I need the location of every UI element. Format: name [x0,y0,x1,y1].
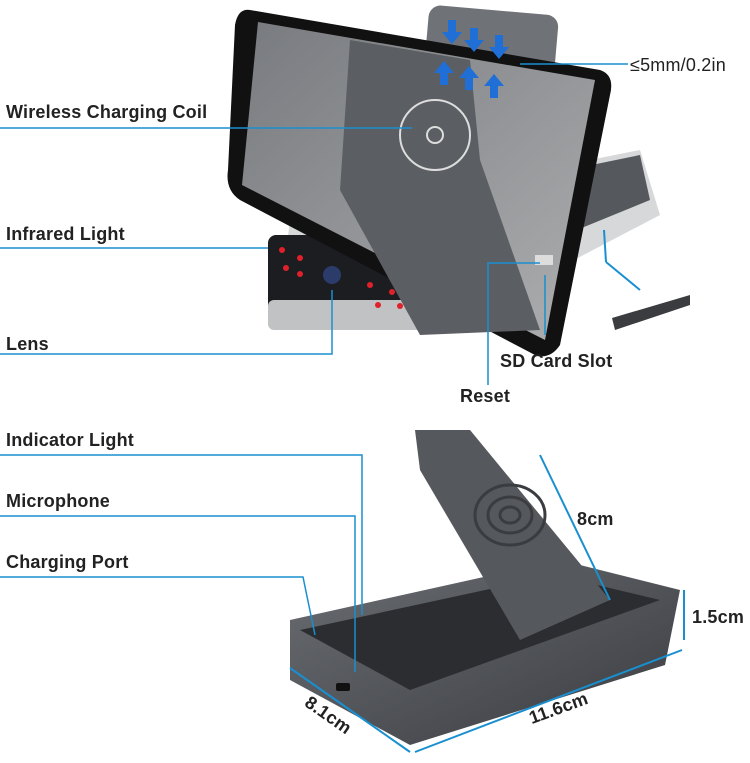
dimension-arrows [289,229,685,753]
lens-glyph [323,266,341,284]
sd-slot [535,255,553,265]
dim-stand-height: 8cm [577,509,614,529]
top-device-view [227,5,690,357]
dim-base-height: 1.5cm [692,607,745,627]
infrared-leds [279,247,403,309]
label-lens: Lens [6,334,49,354]
label-indicator-light: Indicator Light [6,430,134,450]
bottom-device-view [290,430,680,745]
label-reset: Reset [460,386,511,406]
leader-lines [0,63,628,672]
charging-port-glyph [336,683,350,691]
label-charging-port: Charging Port [6,552,129,572]
coil-icon [399,99,471,171]
label-infrared-light: Infrared Light [6,224,125,244]
label-sd-card-slot: SD Card Slot [500,351,613,371]
label-microphone: Microphone [6,491,110,511]
coil-icon-bottom [473,483,547,547]
label-wireless-charging-coil: Wireless Charging Coil [6,102,208,122]
label-thickness: ≤5mm/0.2in [630,55,726,75]
arrow-icons [434,20,509,98]
sd-card-cover [612,295,690,330]
